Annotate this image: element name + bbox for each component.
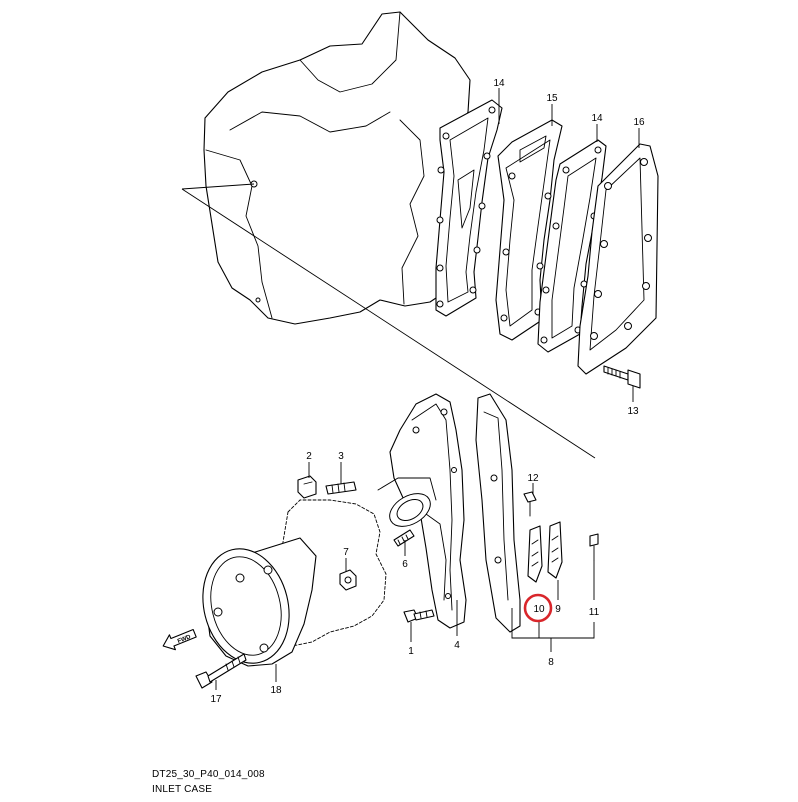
nut-2 <box>297 475 317 499</box>
callout-8: 8 <box>548 657 554 668</box>
callout-16: 16 <box>633 117 645 128</box>
gasket-inlet <box>475 393 521 633</box>
callout-15: 15 <box>546 93 558 104</box>
callout-13: 13 <box>627 406 639 417</box>
callout-2: 2 <box>306 451 312 462</box>
highlight-circle <box>523 593 553 623</box>
reed-valves <box>527 521 563 583</box>
diagram-code: DT25_30_P40_014_008 <box>152 769 265 780</box>
callout-18: 18 <box>270 685 282 696</box>
callout-14-right: 14 <box>591 113 603 124</box>
callout-1: 1 <box>408 646 414 657</box>
gasket-14-left <box>435 99 503 317</box>
screw-12 <box>523 491 537 517</box>
callout-9: 9 <box>555 604 561 615</box>
stud-3 <box>325 481 357 495</box>
bolt-17 <box>195 653 247 690</box>
bolt-13 <box>603 365 641 389</box>
nut-7 <box>339 569 357 591</box>
screw-11 <box>589 533 599 561</box>
callout-7: 7 <box>343 547 349 558</box>
bolt-6 <box>393 529 415 547</box>
fwd-arrow: FWD <box>162 628 197 651</box>
callout-11: 11 <box>589 607 600 618</box>
leader-lines <box>308 88 640 652</box>
callout-10: 10 <box>533 604 545 615</box>
diagram-title: INLET CASE <box>152 784 213 795</box>
callout-4: 4 <box>454 640 460 651</box>
callout-6: 6 <box>402 559 408 570</box>
callout-12: 12 <box>527 473 539 484</box>
inlet-case-4 <box>377 393 467 636</box>
callout-17: 17 <box>210 694 222 705</box>
fwd-label: FWD <box>177 634 193 645</box>
silencer-housing <box>202 499 387 682</box>
plate-15 <box>495 119 563 341</box>
callout-labels: 14 15 14 16 13 2 3 12 7 6 10 9 11 4 1 8 … <box>210 78 645 705</box>
cover-16 <box>577 143 659 375</box>
bolt-1 <box>403 609 435 623</box>
callout-14-left: 14 <box>493 78 505 89</box>
callout-3: 3 <box>338 451 344 462</box>
